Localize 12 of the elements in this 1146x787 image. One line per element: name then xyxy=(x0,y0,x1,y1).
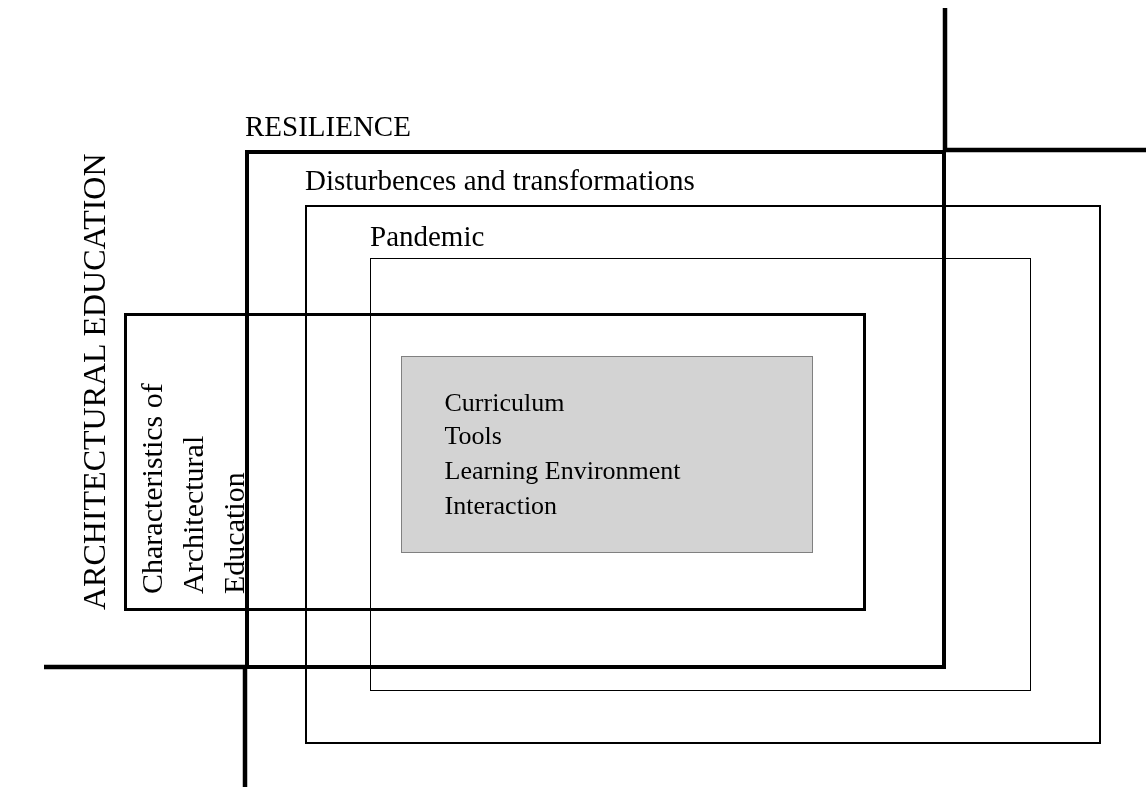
list-item-text: Interaction xyxy=(444,490,558,521)
region-body-text: Characteristics of Architectural Education xyxy=(134,382,251,594)
list-item-text: Tools xyxy=(444,420,502,451)
list-item-text: Learning Environment xyxy=(444,455,681,486)
region-heading: RESILIENCE xyxy=(245,110,411,144)
region-heading: Disturbences and transformations xyxy=(305,164,695,198)
region-frame xyxy=(305,205,1101,744)
region-heading: ARCHITECTURAL EDUCATION xyxy=(76,152,112,610)
region-heading: Pandemic xyxy=(370,220,485,254)
highlight-panel xyxy=(401,356,813,553)
list-item-text: Curriculum xyxy=(444,387,565,418)
region-frame xyxy=(369,257,1031,691)
